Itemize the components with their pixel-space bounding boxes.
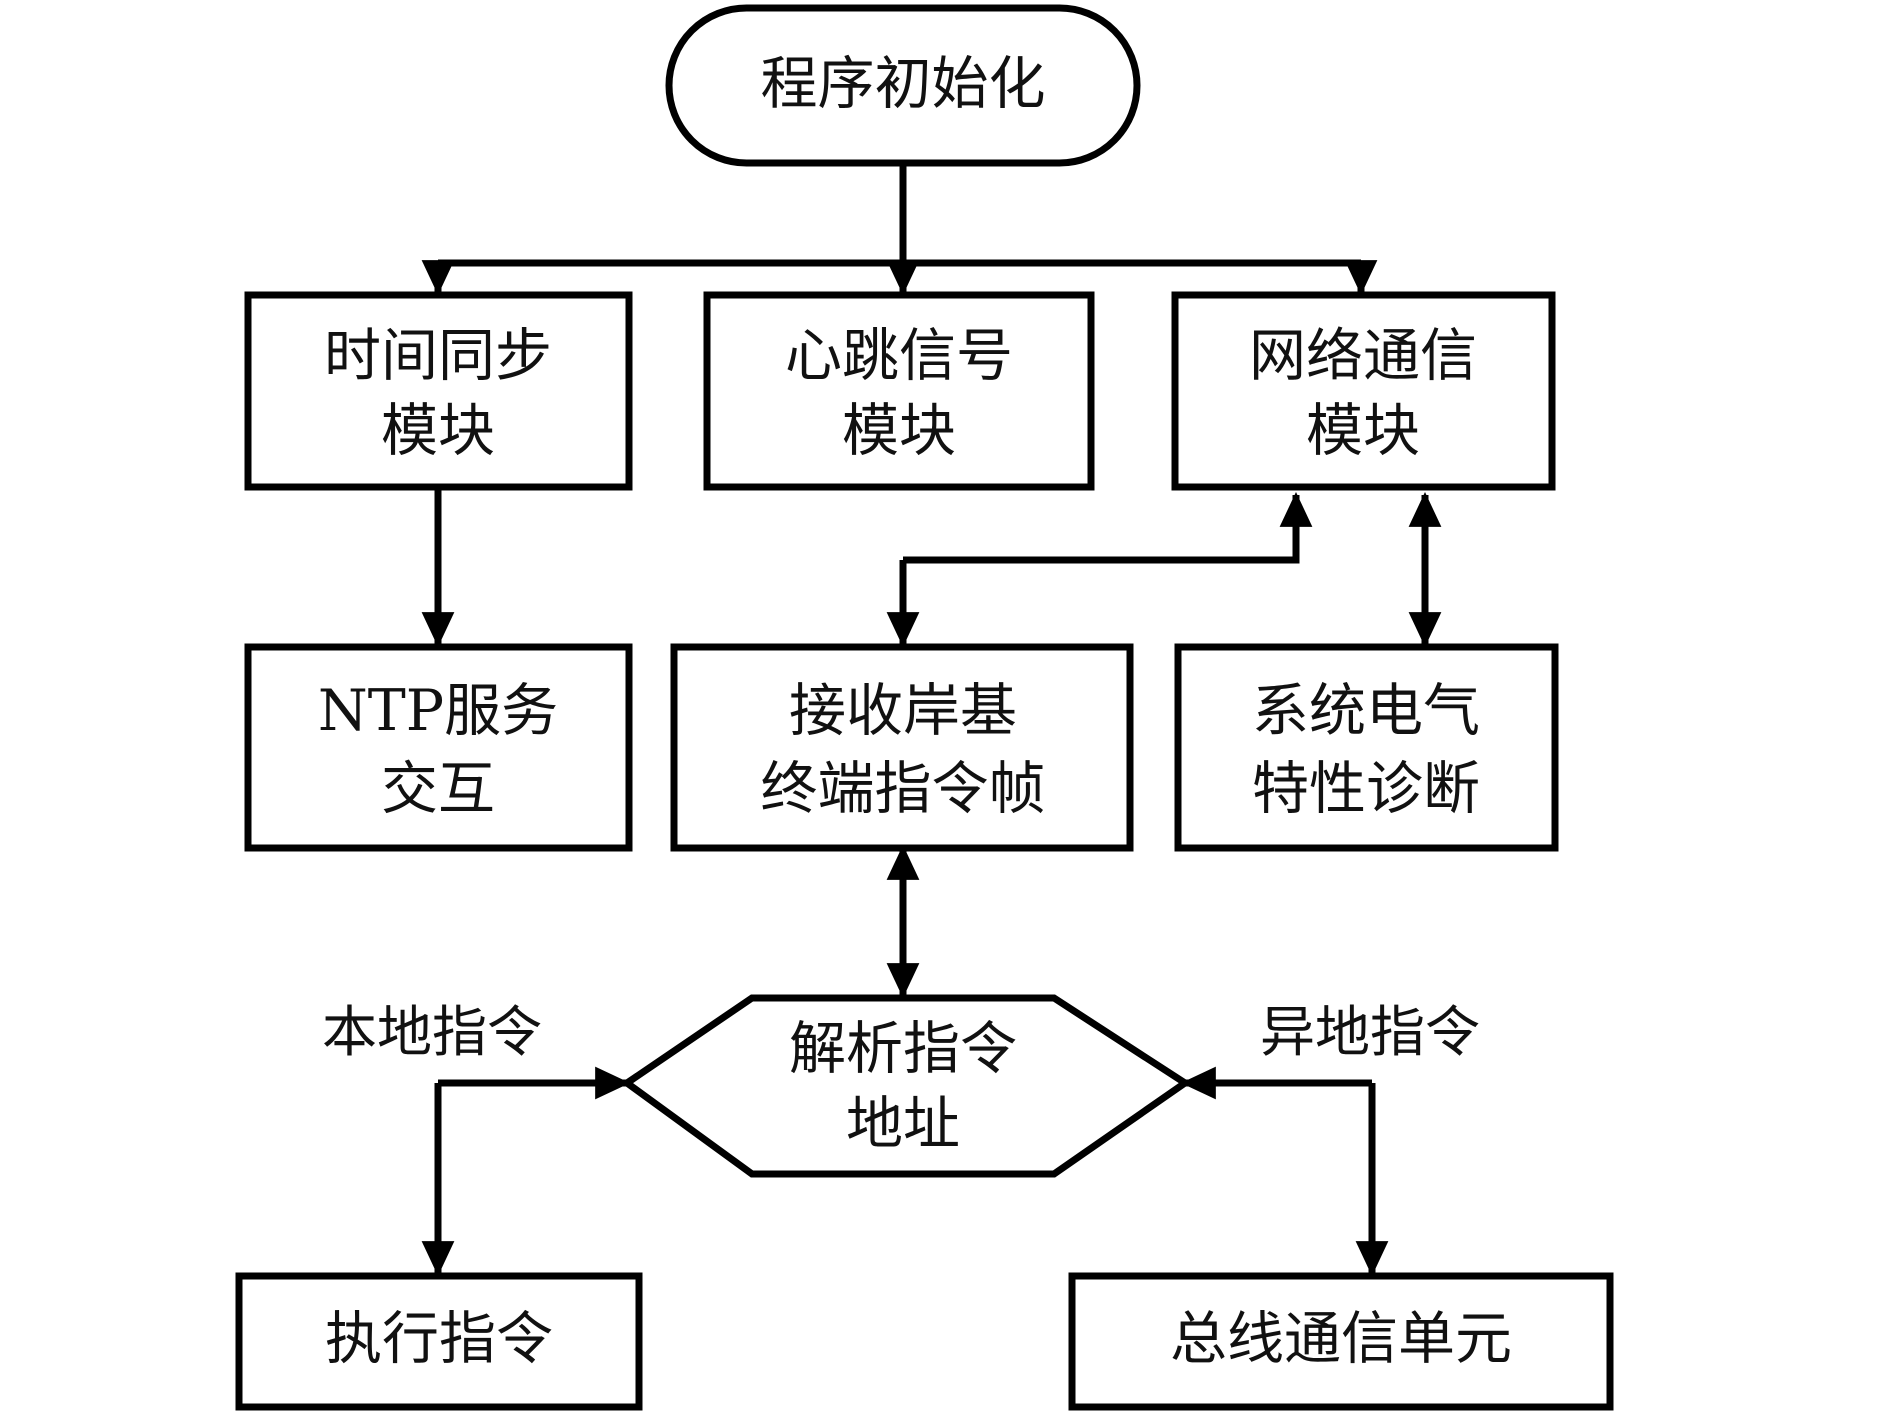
parse-addr-label-line1: 解析指令: [789, 1016, 1017, 1082]
network-label-line1: 网络通信: [1249, 323, 1477, 389]
recv-frame-label-line2: 终端指令帧: [761, 756, 1046, 822]
node-start[interactable]: 程序初始化: [665, 4, 1141, 167]
connector-layer: [421, 163, 1442, 1277]
ntp-label-line1: NTP服务: [318, 678, 558, 744]
node-heartbeat[interactable]: 心跳信号 模块: [703, 291, 1095, 491]
parse-addr-hexagon: [620, 994, 1192, 1178]
diagnosis-label-line2: 特性诊断: [1252, 756, 1480, 822]
execute-box: [235, 1272, 643, 1411]
node-bus-unit[interactable]: 总线通信单元: [1068, 1272, 1614, 1411]
node-parse-addr[interactable]: 解析指令 地址: [620, 994, 1192, 1178]
time-sync-label-line1: 时间同步: [324, 323, 552, 389]
edge-recv-frame-to-network: [903, 491, 1313, 564]
start-terminal-shape: [665, 4, 1141, 167]
heartbeat-label-line1: 心跳信号: [785, 323, 1013, 389]
edge-label-remote-command: 异地指令: [1260, 1000, 1480, 1064]
start-label: 程序初始化: [761, 51, 1046, 117]
recv-frame-box: [670, 643, 1134, 852]
heartbeat-label-line2: 模块: [842, 398, 956, 464]
time-sync-box: [244, 291, 633, 491]
edge-label-local-command: 本地指令: [322, 1000, 542, 1064]
bus-unit-box: [1068, 1272, 1614, 1411]
parse-addr-label-line2: 地址: [846, 1091, 960, 1157]
recv-frame-label-line1: 接收岸基: [789, 678, 1017, 744]
node-time-sync[interactable]: 时间同步 模块: [244, 291, 633, 491]
bus-unit-label: 总线通信单元: [1170, 1306, 1512, 1372]
execute-label: 执行指令: [325, 1306, 553, 1372]
ntp-box: [244, 643, 633, 852]
node-execute[interactable]: 执行指令: [235, 1272, 643, 1411]
node-ntp[interactable]: NTP服务 交互: [244, 643, 633, 852]
node-network[interactable]: 网络通信 模块: [1171, 291, 1556, 491]
network-label-line2: 模块: [1306, 398, 1420, 464]
node-recv-frame[interactable]: 接收岸基 终端指令帧: [670, 643, 1134, 852]
diagnosis-box: [1174, 643, 1559, 852]
node-diagnosis[interactable]: 系统电气 特性诊断: [1174, 643, 1559, 852]
network-box: [1171, 291, 1556, 491]
diagnosis-label-line1: 系统电气: [1252, 678, 1480, 744]
time-sync-label-line2: 模块: [381, 398, 495, 464]
heartbeat-box: [703, 291, 1095, 491]
ntp-label-line2: 交互: [381, 756, 495, 822]
